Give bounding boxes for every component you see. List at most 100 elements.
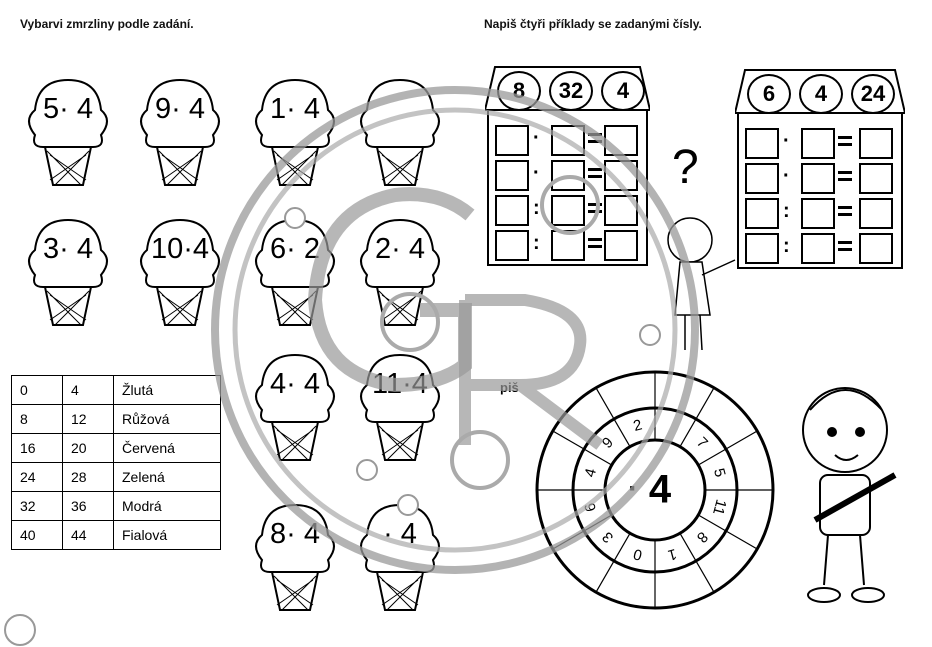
range-from: 0 xyxy=(11,375,63,405)
house-number: 4 xyxy=(601,71,645,111)
answer-box[interactable] xyxy=(551,195,585,226)
ice-cream-label: 10·4 xyxy=(150,233,210,265)
wheel-center-number: 4 xyxy=(649,468,672,512)
answer-box[interactable] xyxy=(495,160,529,191)
equals-sign-icon xyxy=(588,238,602,248)
range-to: 36 xyxy=(62,491,114,521)
house-number: 8 xyxy=(497,71,541,111)
ice-cream-label: · 4 xyxy=(383,518,417,550)
color-name: Červená xyxy=(113,433,221,463)
range-from: 16 xyxy=(11,433,63,463)
ice-cream[interactable]: 1· 4 xyxy=(250,75,340,195)
ice-cream-cone-icon xyxy=(28,218,108,326)
ice-cream-cone-icon xyxy=(140,218,220,326)
range-from: 40 xyxy=(11,520,63,550)
answer-box[interactable] xyxy=(551,160,585,191)
answer-box[interactable] xyxy=(745,163,779,194)
answer-box[interactable] xyxy=(801,163,835,194)
question-mark: ? xyxy=(672,141,699,194)
color-name: Modrá xyxy=(113,491,221,521)
answer-box[interactable] xyxy=(495,125,529,156)
answer-box[interactable] xyxy=(604,230,638,261)
answer-box[interactable] xyxy=(859,128,893,159)
operator: : xyxy=(533,232,540,254)
ice-cream[interactable]: 6· 2 xyxy=(250,215,340,335)
ice-cream-label: 11·4 xyxy=(372,368,428,400)
answer-box[interactable] xyxy=(495,195,529,226)
wheel-inner-number: 3 xyxy=(599,528,617,546)
range-from: 32 xyxy=(11,491,63,521)
ice-cream-cone-icon xyxy=(360,78,440,186)
operator: : xyxy=(783,200,790,222)
boy-with-pencil-illustration xyxy=(802,387,897,603)
answer-box[interactable] xyxy=(551,230,585,261)
ice-cream[interactable] xyxy=(355,75,445,195)
equals-sign-icon xyxy=(838,171,852,181)
answer-box[interactable] xyxy=(859,163,893,194)
ice-cream-label: 1· 4 xyxy=(270,93,320,125)
color-name: Zelená xyxy=(113,462,221,492)
equals-sign-icon xyxy=(838,206,852,216)
equals-sign-icon xyxy=(838,136,852,146)
wheel-inner-number: 8 xyxy=(693,528,711,546)
color-name: Žlutá xyxy=(113,375,221,405)
answer-box[interactable] xyxy=(801,128,835,159)
answer-box[interactable] xyxy=(801,198,835,229)
wheel-inner-number: 1 xyxy=(666,545,678,564)
ice-cream-label: 6· 2 xyxy=(270,233,320,265)
answer-box[interactable] xyxy=(604,125,638,156)
girl-illustration xyxy=(667,217,736,351)
operator: · xyxy=(783,130,790,152)
answer-box[interactable] xyxy=(745,198,779,229)
answer-box[interactable] xyxy=(604,160,638,191)
ice-cream-cone-icon xyxy=(140,78,220,186)
ice-cream[interactable]: 4· 4 xyxy=(250,350,340,470)
wheel-inner-number: 9 xyxy=(599,434,617,452)
ice-cream[interactable]: 9· 4 xyxy=(135,75,225,195)
ice-cream-label: 5· 4 xyxy=(43,93,93,125)
range-to: 4 xyxy=(62,375,114,405)
answer-box[interactable] xyxy=(801,233,835,264)
ice-cream-label: 2· 4 xyxy=(375,233,425,265)
answer-box[interactable] xyxy=(745,233,779,264)
range-to: 12 xyxy=(62,404,114,434)
ice-cream[interactable]: 10·4 xyxy=(135,215,225,335)
left-instruction: Vybarvi zmrzliny podle zadání. xyxy=(20,17,194,31)
wheel-inner-number: 2 xyxy=(632,416,644,435)
wheel-inner-number: 6 xyxy=(581,501,600,513)
answer-box[interactable] xyxy=(745,128,779,159)
ice-cream[interactable]: 2· 4 xyxy=(355,215,445,335)
wheel-inner-number: 4 xyxy=(581,467,600,479)
operator: : xyxy=(533,197,540,219)
wheel-inner-number: 11 xyxy=(709,497,729,516)
ice-cream-label: 4· 4 xyxy=(270,368,320,400)
range-to: 44 xyxy=(62,520,114,550)
range-from: 8 xyxy=(11,404,63,434)
wheel-divider xyxy=(698,514,758,550)
equals-sign-icon xyxy=(588,203,602,213)
answer-box[interactable] xyxy=(551,125,585,156)
answer-box[interactable] xyxy=(495,230,529,261)
answer-box[interactable] xyxy=(604,195,638,226)
answer-box[interactable] xyxy=(859,233,893,264)
color-name: Fialová xyxy=(113,520,221,550)
ice-cream[interactable]: 8· 4 xyxy=(250,500,340,620)
ice-cream[interactable]: · 4 xyxy=(355,500,445,620)
ice-cream[interactable]: 3· 4 xyxy=(23,215,113,335)
right-instruction: Napiš čtyři příklady se zadanými čísly. xyxy=(484,17,702,31)
answer-box[interactable] xyxy=(859,198,893,229)
house-number: 4 xyxy=(799,74,843,114)
ice-cream[interactable]: 11·4 xyxy=(355,350,445,470)
ice-cream[interactable]: 5· 4 xyxy=(23,75,113,195)
